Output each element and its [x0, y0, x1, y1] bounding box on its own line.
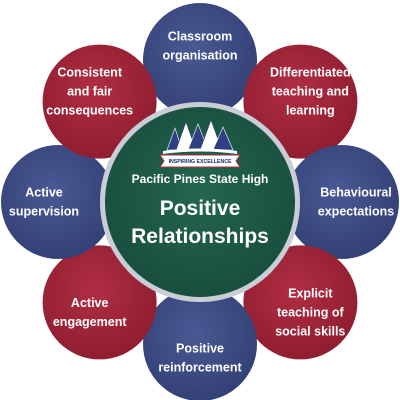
petal-circle	[243, 44, 358, 159]
petal-label-line: teaching of	[277, 305, 345, 319]
petal-consistent-consequences: Consistent and fair consequences	[42, 44, 157, 159]
center-hub: INSPIRING EXCELLENCE Pacific Pines State…	[100, 102, 300, 302]
school-name: Pacific Pines State High	[132, 172, 269, 186]
petal-circle	[285, 145, 399, 259]
petal-label-line: and fair	[67, 85, 112, 99]
center-title-line-2: Relationships	[131, 225, 269, 248]
petal-label-line: social skills	[275, 324, 345, 338]
petal-label-line: Active	[25, 186, 63, 200]
school-trees-logo-icon	[159, 119, 241, 168]
petal-active-engagement: Active engagement	[42, 245, 157, 360]
petal-label-line: Consistent	[57, 66, 122, 80]
petal-label-line: teaching and	[272, 85, 349, 99]
petal-circle	[42, 44, 157, 159]
petal-label-line: supervision	[9, 205, 79, 219]
petal-classroom-organisation: Classroom organisation	[143, 3, 257, 117]
petal-circle	[1, 145, 115, 259]
petal-positive-reinforcement: Positive reinforcement	[143, 287, 257, 400]
petal-circle	[143, 287, 257, 400]
petal-label-line: Explicit	[288, 286, 333, 300]
petal-label-line: consequences	[46, 104, 133, 118]
petal-label-line: learning	[286, 104, 335, 118]
petal-label-line: Differentiated	[270, 66, 351, 80]
center-circle	[105, 107, 295, 297]
center-title-line-1: Positive	[160, 197, 241, 220]
petal-label-line: Behavioural	[320, 186, 392, 200]
petal-label-line: Active	[71, 296, 109, 310]
petal-differentiated-teaching: Differentiated teaching and learning	[243, 44, 358, 159]
logo-ribbon-text: INSPIRING EXCELLENCE	[169, 159, 232, 165]
petal-circle	[42, 245, 157, 360]
petal-circle	[243, 245, 358, 360]
petal-label-line: engagement	[53, 315, 127, 329]
petal-behavioural-expectations: Behavioural expectations	[285, 145, 399, 259]
petal-active-supervision: Active supervision	[1, 145, 115, 259]
petal-circle	[143, 3, 257, 117]
petal-label-line: expectations	[318, 205, 394, 219]
petal-label-line: reinforcement	[158, 361, 242, 375]
petal-label-line: organisation	[162, 49, 237, 63]
petal-explicit-teaching: Explicit teaching of social skills	[243, 245, 358, 360]
petal-label-line: Positive	[176, 342, 224, 356]
petal-label-line: Classroom	[168, 30, 233, 44]
